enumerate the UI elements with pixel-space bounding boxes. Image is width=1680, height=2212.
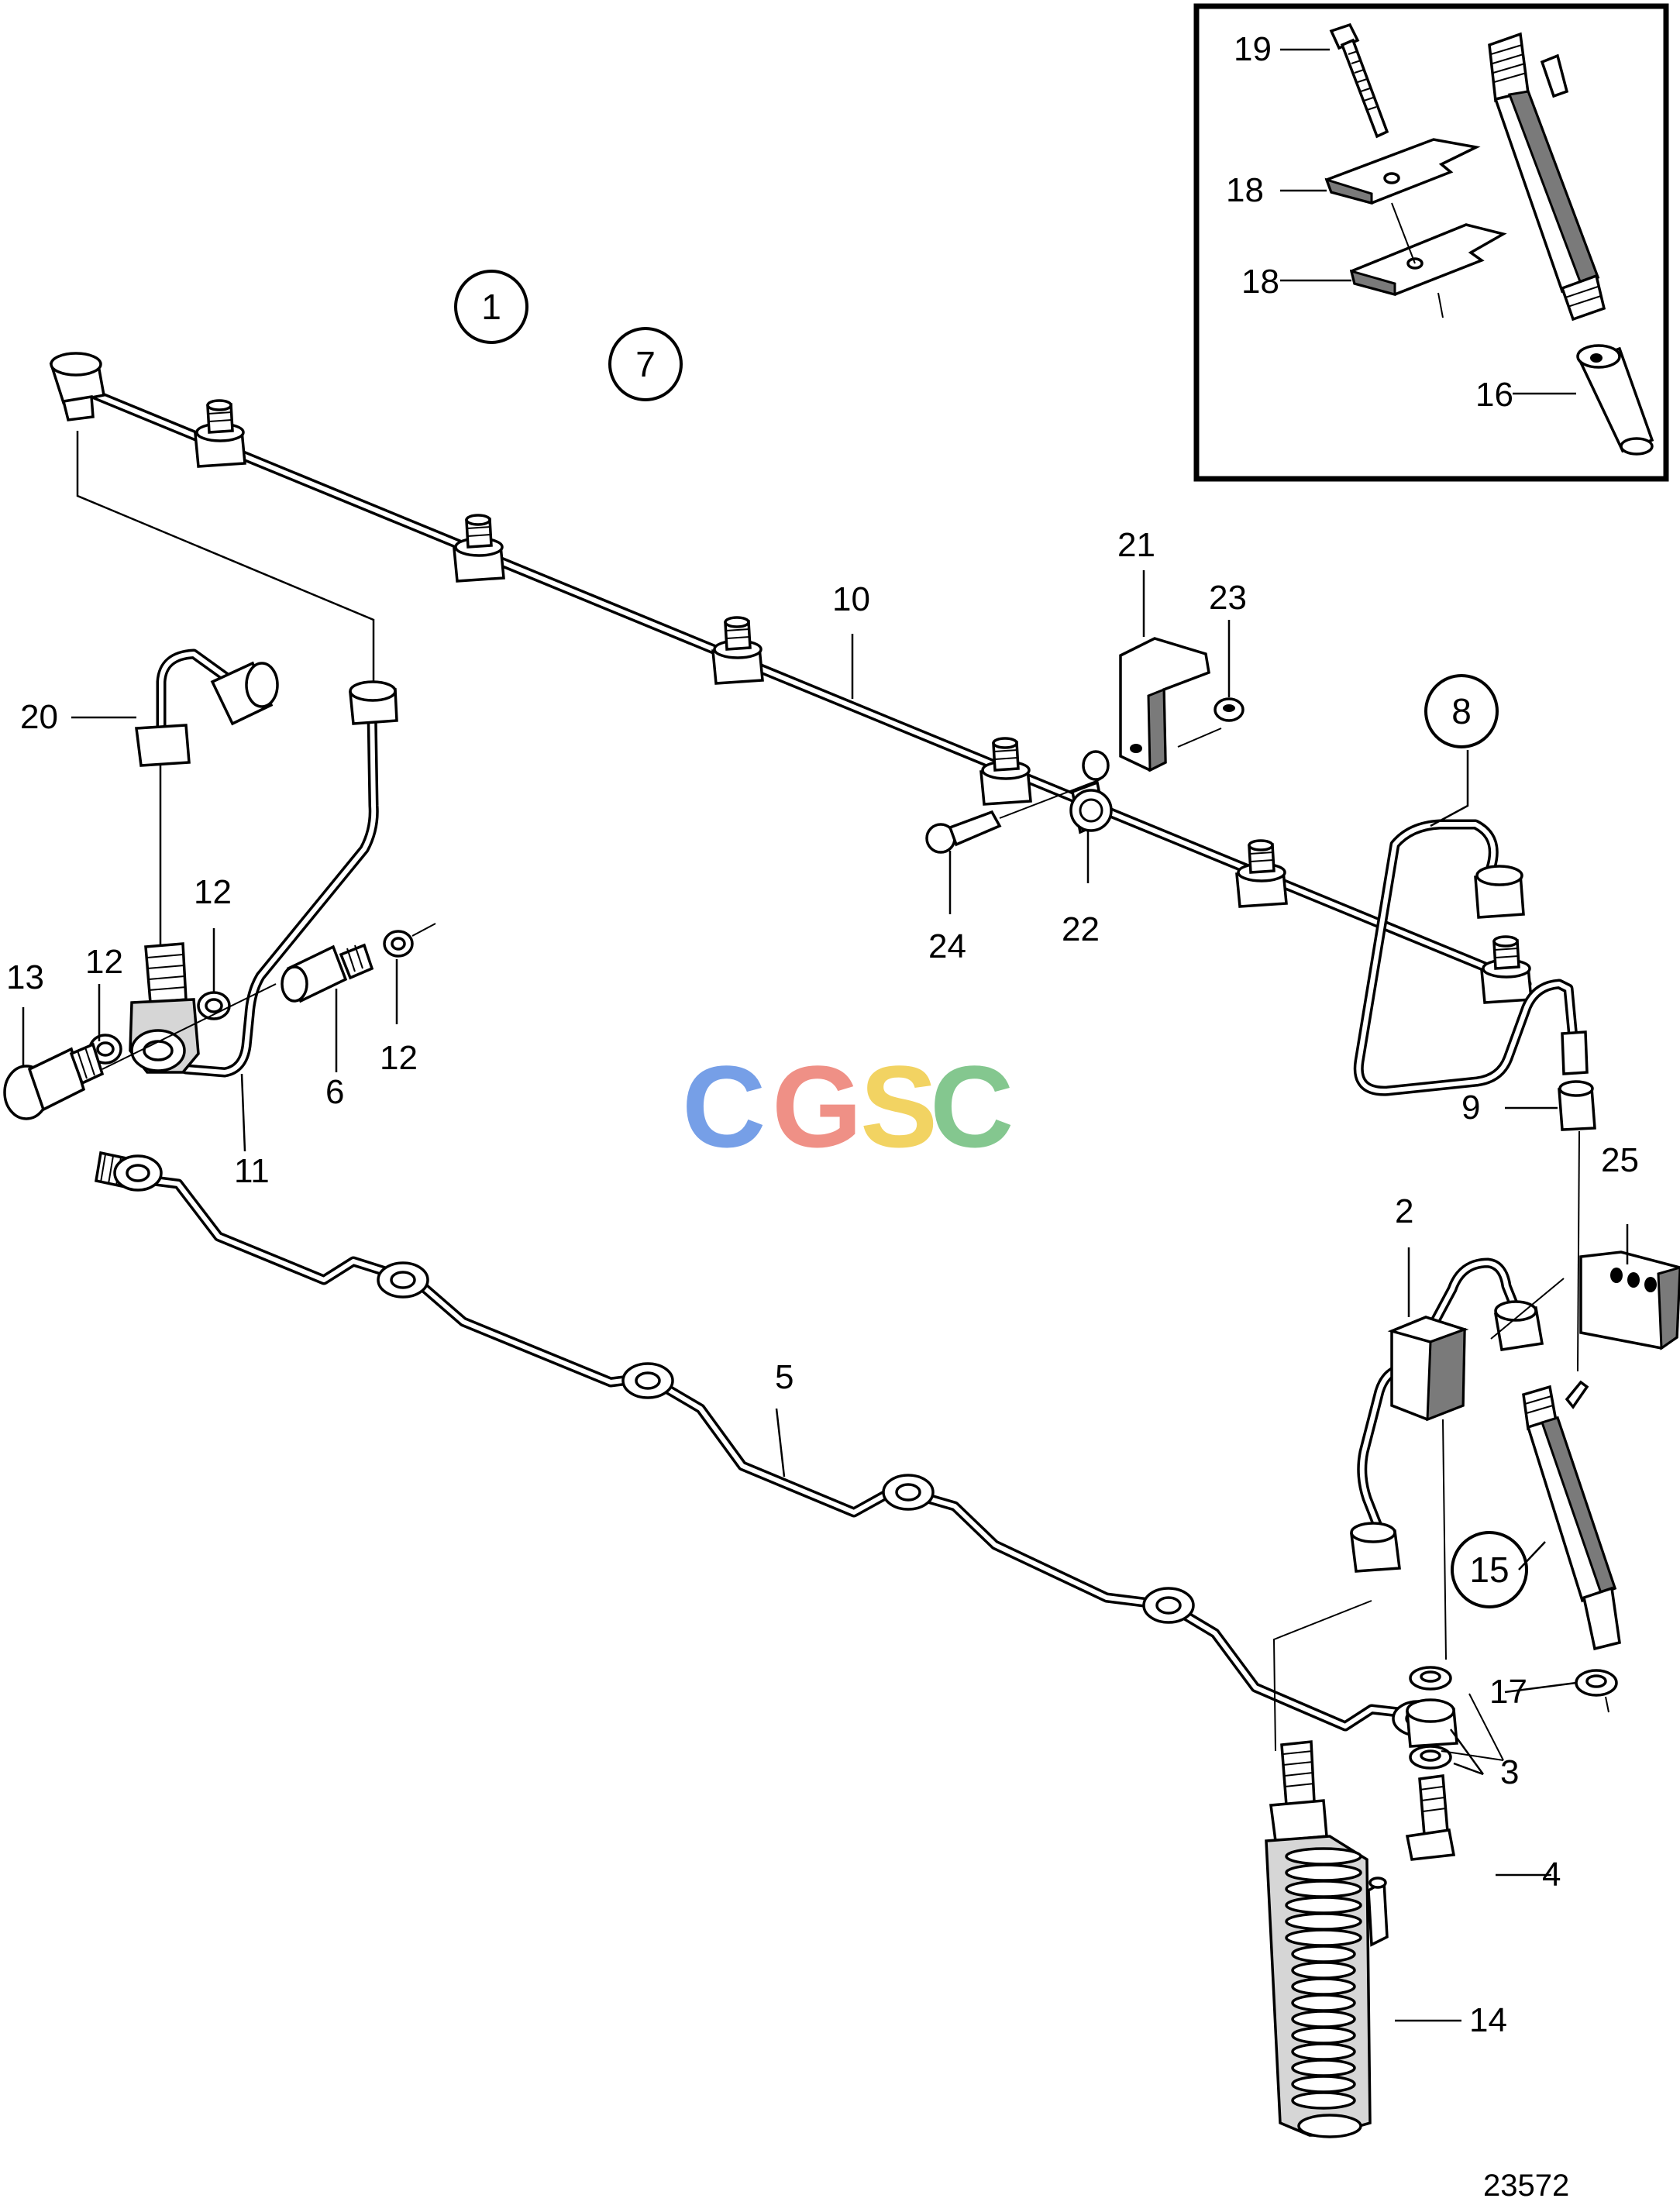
figure-reference-number: 23572 <box>1483 2169 1569 2203</box>
label-4: 4 <box>1542 1856 1561 1894</box>
label-17: 17 <box>1489 1673 1527 1711</box>
label-3: 3 <box>1500 1753 1519 1791</box>
label-22: 22 <box>1062 910 1100 948</box>
circled-label-7: 7 <box>608 327 683 401</box>
circled-label-8: 8 <box>1424 674 1499 748</box>
watermark-letter-s: S <box>860 1041 938 1171</box>
label-18-upper: 18 <box>1226 171 1264 209</box>
label-12-mid: 12 <box>194 873 232 911</box>
label-2: 2 <box>1395 1192 1413 1230</box>
injector-detail-inset: 19 18 18 16 <box>1193 3 1669 482</box>
watermark-letter-c2: C <box>930 1041 1014 1171</box>
label-19: 19 <box>1234 30 1272 68</box>
label-6: 6 <box>325 1073 344 1111</box>
label-13: 13 <box>6 958 44 996</box>
clamp-25 <box>1579 1250 1680 1350</box>
label-5: 5 <box>775 1358 794 1396</box>
pipe5-banjo-eye-1 <box>377 1261 429 1299</box>
svg-text:15: 15 <box>1469 1550 1509 1590</box>
label-11: 11 <box>234 1152 270 1190</box>
label-21: 21 <box>1117 526 1155 564</box>
clamp-18-upper <box>1324 138 1481 205</box>
clip-22 <box>1069 750 1113 834</box>
pipe-11 <box>181 680 398 1078</box>
banjo-fitting <box>129 942 231 1074</box>
pump-pipe-bundle <box>1350 1257 1544 1573</box>
sleeve-9 <box>1558 1080 1596 1131</box>
unit-pump-14 <box>1265 1740 1389 2138</box>
washer-17 <box>1575 1669 1618 1713</box>
rail-end-cap <box>49 352 106 421</box>
label-12-right: 12 <box>380 1039 418 1077</box>
bolt-19 <box>1329 22 1389 139</box>
rail-union-5 <box>1235 839 1288 908</box>
rail-union-2 <box>453 514 505 583</box>
label-23: 23 <box>1209 579 1247 617</box>
pipe5-banjo-eye-4 <box>1142 1587 1195 1624</box>
pipe-5 <box>94 1151 1444 1737</box>
label-24: 24 <box>928 927 966 965</box>
rail-union-3 <box>711 616 764 685</box>
label-14: 14 <box>1469 2001 1507 2039</box>
leak-off-rail-10 <box>49 352 1533 1004</box>
screw-24 <box>925 728 1222 854</box>
svg-text:1: 1 <box>481 287 501 327</box>
nozzle-16 <box>1576 344 1654 456</box>
watermark-letter-g: G <box>772 1041 862 1171</box>
damper-block-2 <box>1387 1316 1469 1660</box>
connector-6 <box>281 923 436 1003</box>
label-20: 20 <box>20 698 58 736</box>
label-25: 25 <box>1601 1141 1639 1179</box>
label-16: 16 <box>1475 376 1513 414</box>
clamp-18-lower <box>1349 202 1507 318</box>
watermark-letter-c1: C <box>682 1041 766 1171</box>
pipe5-banjo-eye-2 <box>621 1362 674 1399</box>
label-10: 10 <box>832 580 870 618</box>
circled-label-1: 1 <box>454 270 528 344</box>
pipe5-threaded-end <box>94 1151 163 1192</box>
banjo-3-washers-bolt-4 <box>1405 1666 1458 1861</box>
injector-inset <box>1488 32 1606 322</box>
label-18-lower: 18 <box>1241 263 1279 301</box>
rail-union-6 <box>1480 935 1533 1004</box>
svg-text:7: 7 <box>635 344 656 384</box>
rail-union-4 <box>979 737 1032 806</box>
banjo-bolt-13 <box>3 983 277 1120</box>
injector-15 <box>1490 1278 1621 1651</box>
pipe5-banjo-eye-3 <box>882 1474 935 1511</box>
bracket-21 <box>1119 637 1210 772</box>
pipe-8 <box>1353 819 1589 1096</box>
rail-union-1 <box>194 399 246 468</box>
elbow-20 <box>135 648 279 767</box>
svg-text:8: 8 <box>1451 691 1472 731</box>
label-9: 9 <box>1461 1089 1480 1127</box>
label-12-left: 12 <box>85 943 123 981</box>
watermark-logo: C G S C <box>682 1041 1014 1171</box>
nut-23 <box>1214 697 1245 722</box>
circled-label-15: 15 <box>1451 1531 1528 1608</box>
